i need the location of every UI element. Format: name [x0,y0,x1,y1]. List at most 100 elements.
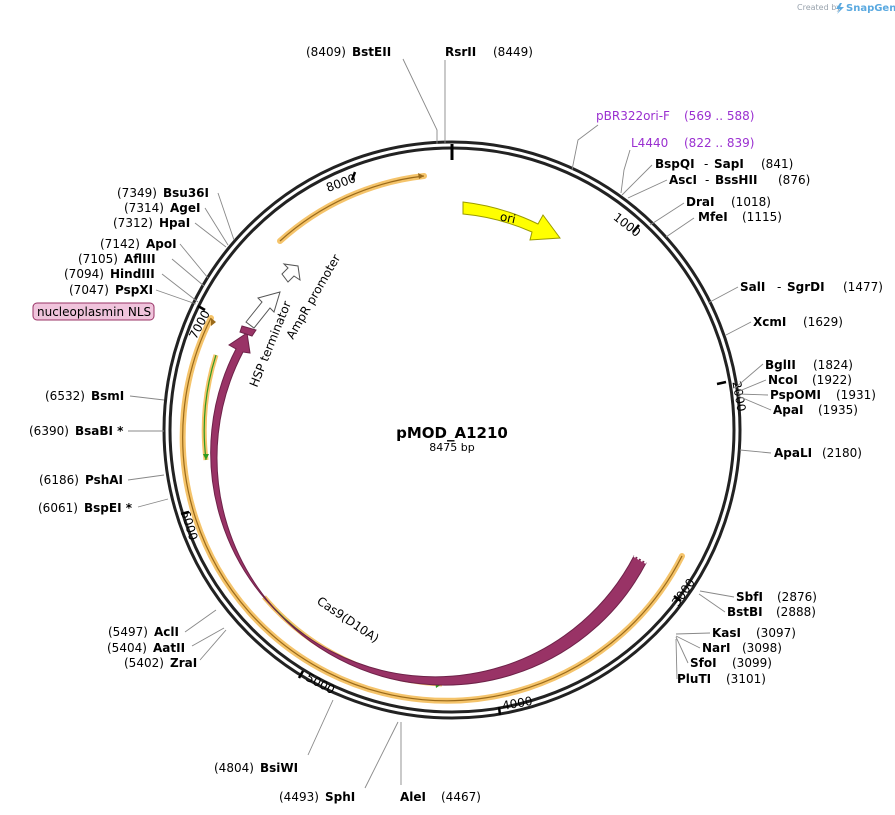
site-bsu36i[interactable]: (7349) Bsu36I [117,186,209,200]
site-name-2: SgrDI [787,280,825,294]
site-position: (3099) [732,656,772,670]
feature-nls-marker[interactable] [239,325,257,337]
site-position: (6532) [45,389,85,403]
site-rsrii[interactable]: RsrII (8449) [445,45,533,59]
site-bsteii[interactable]: (8409) BstEII [306,45,391,59]
site-pspxi[interactable]: (7047) PspXI [69,283,153,297]
orf-arc-inner-bottom [262,595,443,688]
site-bspei[interactable]: (6061) BspEI * [38,501,133,515]
feature-cas9[interactable]: Cas9(D10A) [210,332,647,686]
site-afliii[interactable]: (7105) AflIII [78,252,156,266]
site-position: (5404) [107,641,147,655]
site-asci-bsshii[interactable]: AscI - BssHII (876) [669,173,810,187]
site-name: ApoI [146,237,177,251]
site-position: (6061) [38,501,78,515]
site-name: NcoI [768,373,798,387]
site-position: (4804) [214,761,254,775]
site-position: (6390) [29,424,69,438]
site-separator: - [777,280,781,294]
site-position: (8409) [306,45,346,59]
orf-arc-inner-left [201,354,219,461]
site-name-2: BssHII [715,173,757,187]
site-name: AgeI [170,201,200,215]
site-bsabi[interactable]: (6390) BsaBI * [29,424,124,438]
site-xcmi[interactable]: XcmI (1629) [753,315,843,329]
site-sali-sgrdi[interactable]: SalI - SgrDI (1477) [740,280,883,294]
site-kasi[interactable]: KasI (3097) [712,626,796,640]
site-position: (5497) [108,625,148,639]
site-bsiwi[interactable]: (4804) BsiWI [214,761,298,775]
site-position: (3101) [726,672,766,686]
feature-label-nucleoplasmin-nls[interactable]: nucleoplasmin NLS [32,302,155,321]
site-apoi[interactable]: (7142) ApoI [100,237,177,251]
site-name: PshAI [85,473,123,487]
primer-l4440[interactable]: L4440 (822 .. 839) [631,136,754,150]
site-position: (1931) [836,388,876,402]
site-position: (7047) [69,283,109,297]
site-position: (2180) [822,446,862,460]
site-name: MfeI [698,210,728,224]
site-position: (7349) [117,186,157,200]
site-pluti[interactable]: PluTI (3101) [677,672,766,686]
map-name: pMOD_A1210 [396,424,508,442]
site-position: (1629) [803,315,843,329]
site-pspomi[interactable]: PspOMI (1931) [770,388,876,402]
feature-ampr-promoter[interactable]: AmpR promoter [281,252,343,342]
site-sphi[interactable]: (4493) SphI [279,790,355,804]
site-bspqi-sapi[interactable]: BspQI - SapI (841) [655,157,793,171]
feature-ori[interactable]: ori [462,201,561,241]
site-position: (4467) [441,790,481,804]
site-ncoi[interactable]: NcoI (1922) [768,373,852,387]
site-position: (841) [761,157,793,171]
site-position: (1935) [818,403,858,417]
site-pshai[interactable]: (6186) PshAI [39,473,123,487]
feature-label-ori: ori [499,209,517,226]
site-apai[interactable]: ApaI (1935) [773,403,858,417]
site-name: SphI [325,790,355,804]
site-apali[interactable]: ApaLI (2180) [774,446,862,460]
site-name: SfoI [690,656,717,670]
site-hindiii[interactable]: (7094) HindIII [64,267,155,281]
site-bsmi[interactable]: (6532) BsmI [45,389,124,403]
orf-arc-large [179,315,685,704]
feature-label-cas9: Cas9(D10A) [314,594,381,646]
site-bglii[interactable]: BglII (1824) [765,358,853,372]
orf-arc-top [277,173,427,244]
site-position: (8449) [493,45,533,59]
site-alei[interactable]: AleI (4467) [400,790,481,804]
site-name: BglII [765,358,796,372]
site-sbfi[interactable]: SbfI (2876) [736,590,817,604]
site-sfoi[interactable]: SfoI (3099) [690,656,772,670]
primer-pbr322ori-f[interactable]: pBR322ori-F (569 .. 588) [596,109,754,123]
primer-name: L4440 [631,136,668,150]
site-name: NarI [702,641,731,655]
site-position: (6186) [39,473,79,487]
site-acli[interactable]: (5497) AclI [108,625,179,639]
feature-hsp-terminator[interactable]: HSP terminator [245,291,294,389]
primer-range: (822 .. 839) [684,136,754,150]
site-name: PspXI [115,283,153,297]
site-position: (1115) [742,210,782,224]
site-agei[interactable]: (7314) AgeI [124,201,200,215]
site-name: PluTI [677,672,711,686]
site-bstbi[interactable]: BstBI (2888) [727,605,816,619]
site-name: HpaI [159,216,190,230]
site-name: PspOMI [770,388,821,402]
primer-labels: pBR322ori-F (569 .. 588) L4440 (822 .. 8… [596,109,754,150]
site-zrai[interactable]: (5402) ZraI [124,656,197,670]
site-position: (1922) [812,373,852,387]
site-name: AatII [153,641,185,655]
site-drai[interactable]: DraI (1018) [686,195,771,209]
site-name: AflIII [124,252,156,266]
site-name: ApaI [773,403,803,417]
snapgene-logo-icon [836,3,844,14]
site-mfei[interactable]: MfeI (1115) [698,210,782,224]
site-name: HindIII [110,267,155,281]
site-hpai[interactable]: (7312) HpaI [113,216,190,230]
tick-label-4000: 4000 [501,694,534,713]
site-position: (3098) [742,641,782,655]
site-name: BstEII [352,45,391,59]
site-nari[interactable]: NarI (3098) [702,641,782,655]
site-aatii[interactable]: (5404) AatII [107,641,185,655]
